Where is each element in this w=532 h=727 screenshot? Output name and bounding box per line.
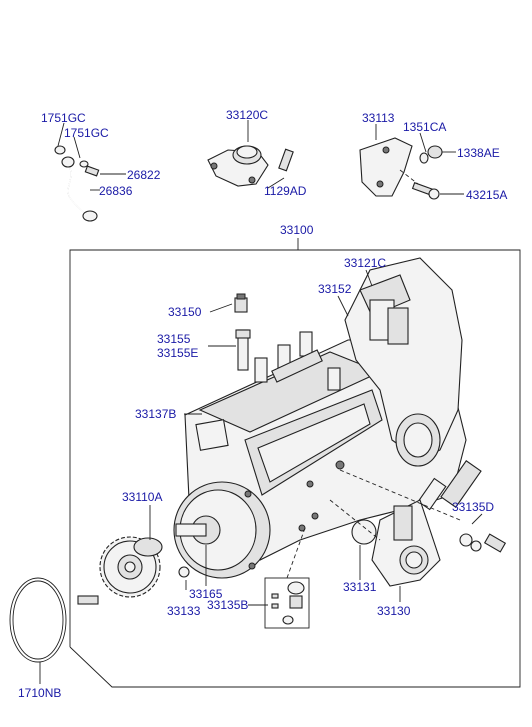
label-33113[interactable]: 33113 [362,111,395,125]
part-33131-oring [351,519,377,545]
pump-body [173,257,467,579]
label-33135b[interactable]: 33135B [207,598,249,612]
label-33130[interactable]: 33130 [377,604,411,618]
label-1338ae[interactable]: 1338AE [457,146,500,160]
part-33110a-gear [99,536,163,598]
gear-bolt [77,595,99,605]
label-1751gc-a[interactable]: 1751GC [41,111,86,125]
part-33155-nipple [235,329,251,371]
label-1751gc-b[interactable]: 1751GC [64,126,109,140]
part-33130-body [371,499,441,587]
part-33120c-actuator [207,120,294,189]
label-33135d[interactable]: 33135D [452,500,495,514]
label-33133[interactable]: 33133 [167,604,201,618]
part-33113-bracket [359,124,464,200]
label-43215a[interactable]: 43215A [466,188,508,202]
label-33155[interactable]: 33155 [157,332,191,346]
label-33121c[interactable]: 33121C [344,256,387,270]
label-33120c[interactable]: 33120C [226,108,269,122]
part-1710nb-oring [9,577,67,663]
label-26836[interactable]: 26836 [99,184,133,198]
label-1710nb[interactable]: 1710NB [18,686,62,700]
label-33155e[interactable]: 33155E [157,346,199,360]
label-33165[interactable]: 33165 [189,587,223,601]
part-33150-vent [234,293,248,313]
part-33135d-screw [417,460,507,553]
part-33135b-inset [264,527,310,629]
label-33152[interactable]: 33152 [318,282,352,296]
label-26822[interactable]: 26822 [127,168,161,182]
label-33100[interactable]: 33100 [280,223,314,237]
label-33150[interactable]: 33150 [168,305,202,319]
label-1351ca[interactable]: 1351CA [403,120,447,134]
label-33110a[interactable]: 33110A [122,490,163,504]
label-1129ad[interactable]: 1129AD [264,184,307,198]
leader-lines [39,269,483,684]
assembly-frame [69,249,521,688]
part-26836-hose [54,122,126,222]
label-33131[interactable]: 33131 [343,580,377,594]
label-33137b[interactable]: 33137B [135,407,177,421]
delivery-valves [254,331,341,391]
part-33133-ring [178,566,190,578]
